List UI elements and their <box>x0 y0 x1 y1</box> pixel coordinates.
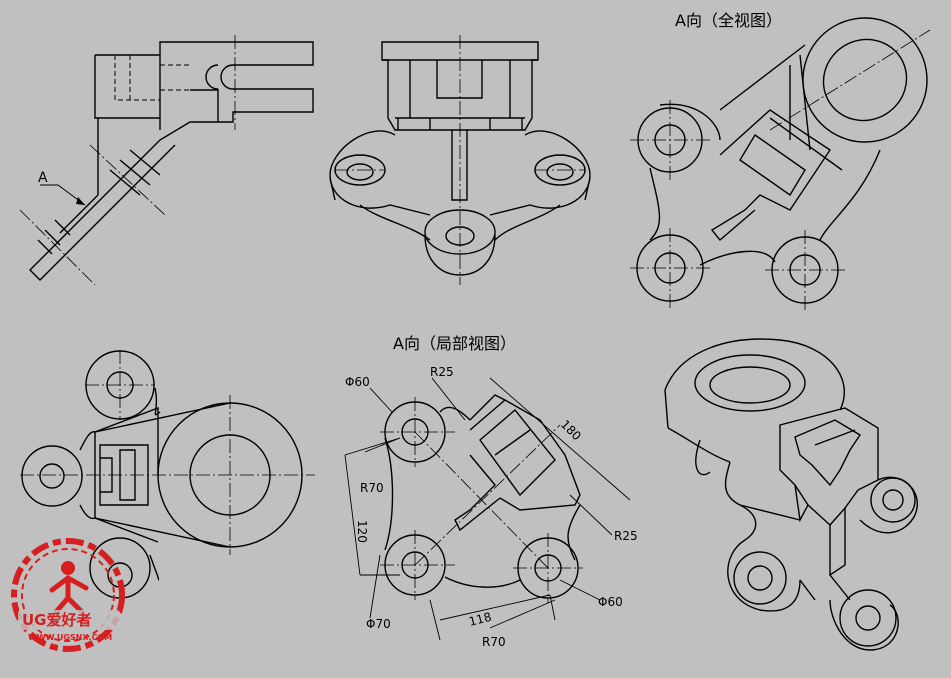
dim-r70-bottom: R70 <box>482 635 506 649</box>
dim-r25-right: R25 <box>614 529 638 543</box>
right-lug <box>489 130 591 216</box>
left-lug <box>329 130 431 216</box>
full-view-title: A向（全视图） <box>675 11 782 30</box>
marker-a-leader <box>40 184 86 206</box>
watermark-brand: UG爱好者 <box>22 611 92 629</box>
side-elevation-view <box>19 35 314 286</box>
plan-view <box>20 350 315 599</box>
isometric-view <box>664 338 918 651</box>
partial-view-dimensions <box>344 377 631 641</box>
flange-outline <box>29 139 176 281</box>
marker-a-arrow <box>76 197 85 205</box>
a-full-view <box>630 17 931 310</box>
watermark-figure-head <box>61 561 75 575</box>
side-view-marker-a: A <box>38 170 48 186</box>
watermark-band <box>18 610 120 630</box>
dim-r25-top: R25 <box>430 365 454 379</box>
ugsnx-watermark: UG爱好者 WWW.UGSNX.COM <box>11 538 125 652</box>
watermark-ring <box>11 538 125 652</box>
dim-r70-left: R70 <box>360 481 384 495</box>
dim-dia60-bottom: Φ60 <box>598 595 623 609</box>
dim-dia60-top: Φ60 <box>345 375 370 389</box>
dim-118: 118 <box>467 610 493 629</box>
front-view <box>329 35 591 285</box>
watermark-url: WWW.UGSNX.COM <box>28 633 112 642</box>
partial-view-title: A向（局部视图） <box>393 334 516 353</box>
partial-view-centerlines <box>380 397 583 603</box>
body-left-edge <box>94 55 99 195</box>
dim-120: 120 <box>355 520 369 543</box>
dim-dia70: Φ70 <box>366 617 391 631</box>
watermark-figure-body <box>49 575 89 615</box>
